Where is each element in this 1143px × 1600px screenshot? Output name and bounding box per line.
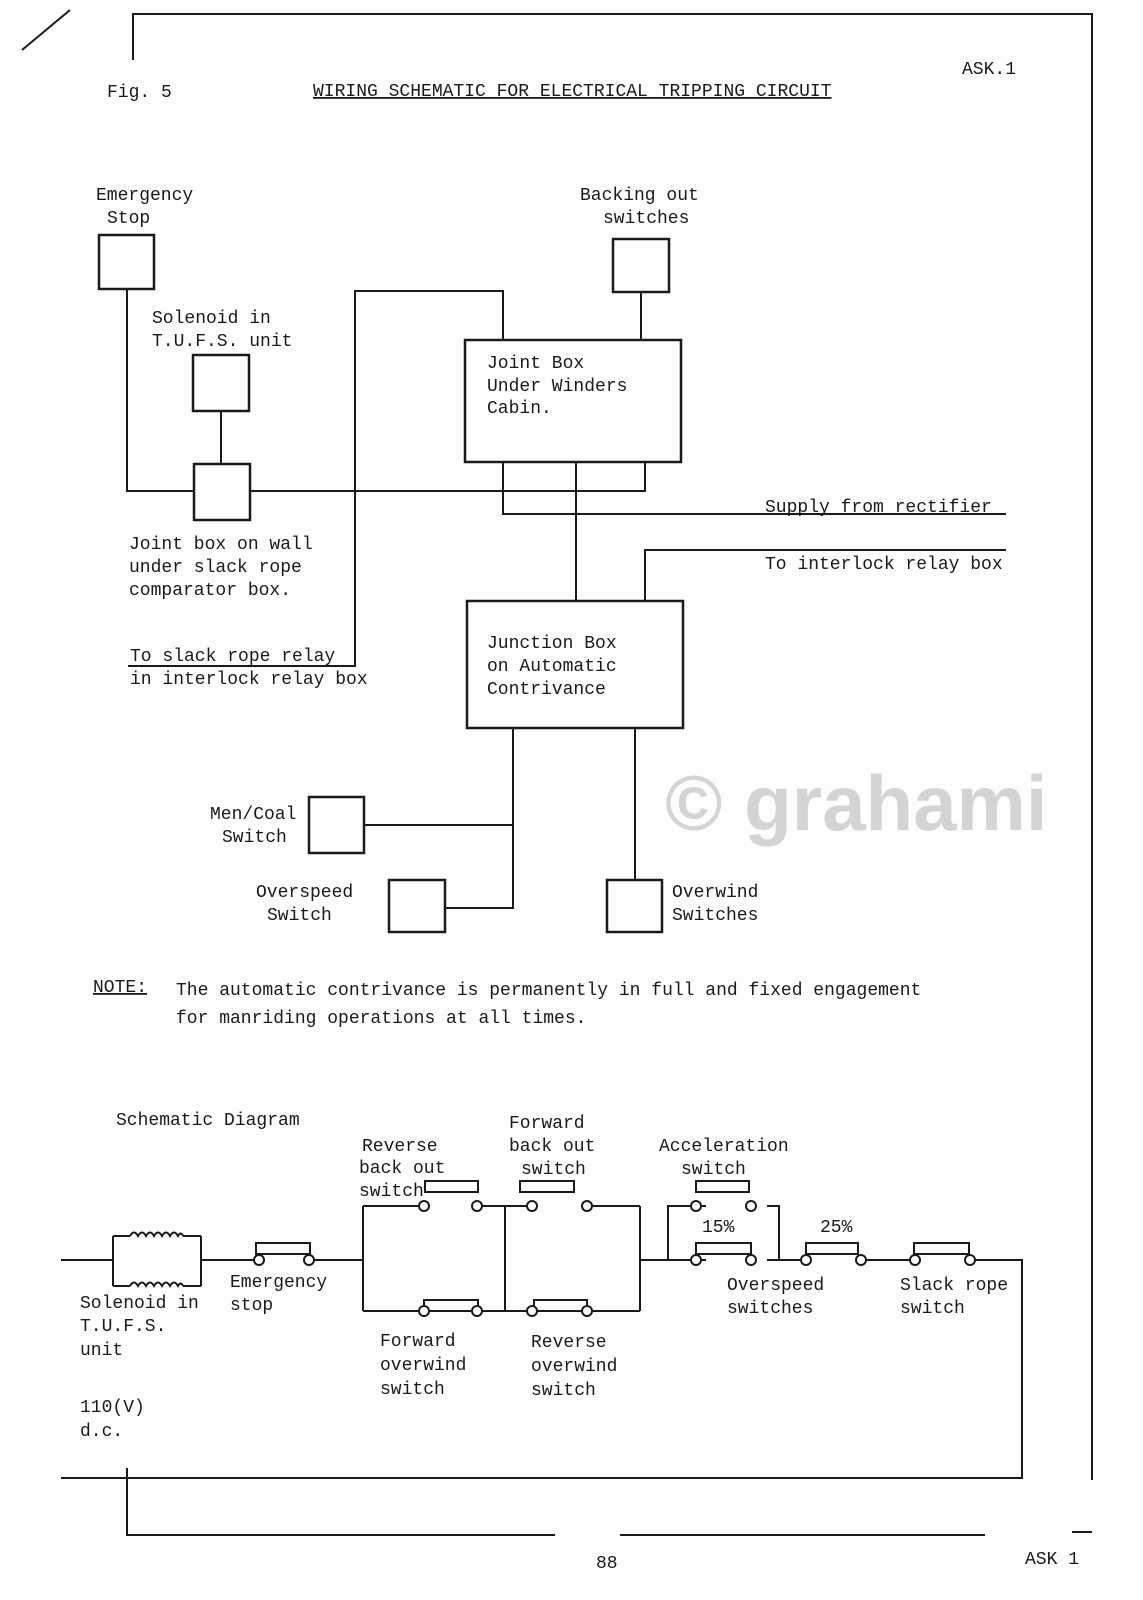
- note-label: NOTE:: [93, 978, 147, 998]
- junction-box-label: Junction Box: [487, 634, 617, 654]
- joint-box-winders: [463, 338, 683, 464]
- solenoid-label: T.U.F.S. unit: [152, 332, 292, 352]
- overspeed-15-label: 15%: [702, 1218, 735, 1238]
- reference-top: ASK.1: [962, 60, 1016, 80]
- solenoid-box: [191, 353, 251, 413]
- figure-number: Fig. 5: [107, 83, 172, 103]
- note-text: The automatic contrivance is permanently…: [176, 981, 921, 1001]
- joint-box-winders-label: Cabin.: [487, 399, 552, 419]
- reverse-overwind-label: Reverse: [531, 1333, 607, 1353]
- overwind-switch-box: [605, 878, 664, 934]
- joint-box-wall: [192, 462, 252, 522]
- emergency-stop-label: stop: [230, 1296, 273, 1316]
- voltage-label: 110(V): [80, 1398, 145, 1418]
- men-coal-label: Men/Coal: [210, 805, 296, 825]
- emergency-stop-box: [97, 233, 156, 291]
- contact-icon: [253, 1200, 976, 1317]
- overwind-label: Overwind: [672, 883, 758, 903]
- forward-back-out-label: back out: [509, 1137, 595, 1157]
- interlock-label: To interlock relay box: [765, 555, 1003, 575]
- reference-bottom: ASK 1: [1025, 1550, 1079, 1570]
- supply-label: Supply from rectifier: [765, 498, 992, 518]
- overspeed-switches-label: switches: [727, 1299, 813, 1319]
- wiring-lines: [126, 289, 1006, 909]
- acceleration-label: switch: [681, 1160, 746, 1180]
- schematic-circuit: [61, 1180, 1023, 1479]
- forward-back-out-label: switch: [521, 1160, 586, 1180]
- forward-overwind-label: switch: [380, 1380, 445, 1400]
- solenoid-label: unit: [80, 1341, 123, 1361]
- joint-box-wall-label: comparator box.: [129, 581, 291, 601]
- overwind-label: Switches: [672, 906, 758, 926]
- junction-box-label: on Automatic: [487, 657, 617, 677]
- overspeed-switches-label: Overspeed: [727, 1276, 824, 1296]
- joint-box-winders-label: Under Winders: [487, 377, 627, 397]
- forward-back-out-label: Forward: [509, 1114, 585, 1134]
- backing-out-box: [611, 237, 671, 294]
- reverse-back-out-label: back out: [359, 1159, 445, 1179]
- emergency-stop-label: Stop: [107, 209, 150, 229]
- backing-out-label: Backing out: [580, 186, 699, 206]
- solenoid-coil-icon: [129, 1231, 184, 1289]
- slack-rope-label: Slack rope: [900, 1276, 1008, 1296]
- forward-overwind-label: overwind: [380, 1356, 466, 1376]
- overspeed-label: Overspeed: [256, 883, 353, 903]
- page-frame: [21, 9, 1093, 1536]
- solenoid-label: T.U.F.S.: [80, 1317, 166, 1337]
- reverse-overwind-label: switch: [531, 1381, 596, 1401]
- solenoid-label: Solenoid in: [80, 1294, 199, 1314]
- backing-out-label: switches: [603, 209, 689, 229]
- joint-box-winders-label: Joint Box: [487, 354, 584, 374]
- overspeed-25-label: 25%: [820, 1218, 853, 1238]
- joint-box-wall-label: Joint box on wall: [129, 535, 313, 555]
- solenoid-label: Solenoid in: [152, 309, 271, 329]
- forward-overwind-label: Forward: [380, 1332, 456, 1352]
- emergency-stop-label: Emergency: [230, 1273, 327, 1293]
- slack-rope-relay-label: in interlock relay box: [130, 670, 368, 690]
- overspeed-label: Switch: [267, 906, 332, 926]
- watermark: © grahami: [665, 759, 1048, 847]
- schematic-title: Schematic Diagram: [116, 1111, 300, 1131]
- joint-box-wall-label: under slack rope: [129, 558, 302, 578]
- junction-box-label: Contrivance: [487, 680, 606, 700]
- overspeed-switch-box: [387, 878, 447, 934]
- emergency-stop-label: Emergency: [96, 186, 193, 206]
- reverse-overwind-label: overwind: [531, 1357, 617, 1377]
- reverse-back-out-label: Reverse: [362, 1137, 438, 1157]
- page-title: WIRING SCHEMATIC FOR ELECTRICAL TRIPPING…: [313, 82, 832, 102]
- slack-rope-label: switch: [900, 1299, 965, 1319]
- men-coal-switch-box: [307, 795, 366, 855]
- note-text: for manriding operations at all times.: [176, 1009, 586, 1029]
- men-coal-label: Switch: [222, 828, 287, 848]
- reverse-back-out-label: switch: [359, 1182, 424, 1202]
- acceleration-label: Acceleration: [659, 1137, 789, 1157]
- voltage-label: d.c.: [80, 1422, 123, 1442]
- slack-rope-relay-label: To slack rope relay: [130, 647, 335, 667]
- page-number: 88: [596, 1554, 618, 1574]
